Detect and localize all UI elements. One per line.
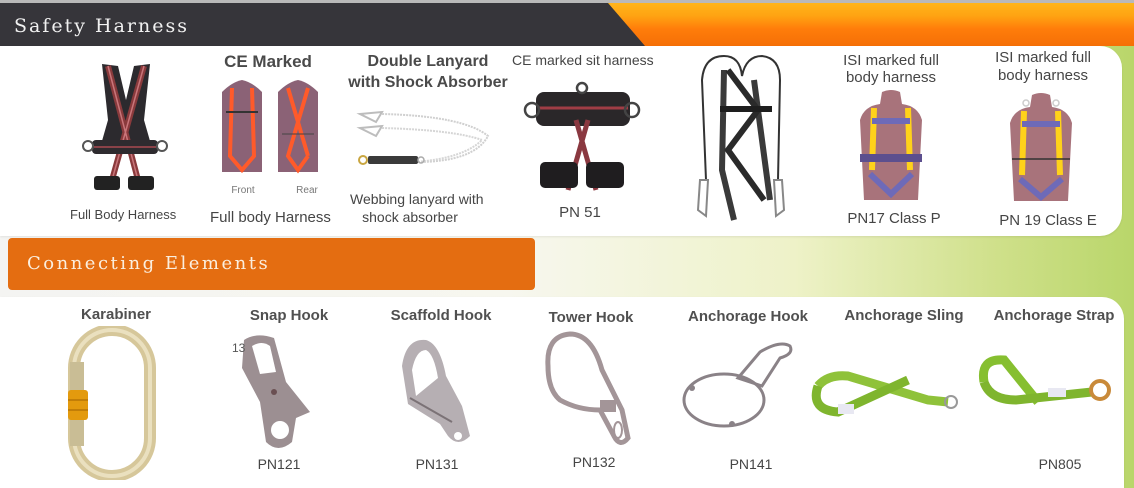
heading-anchorage-sling: Anchorage Sling [844,307,964,324]
product-full-body-harness [74,60,174,200]
double-lanyard-icon [356,110,490,165]
caption-pn19-class-e: PN 19 Class E [999,212,1097,229]
product-anchorage-hook [680,338,796,434]
caption-pn805: PN805 [1038,456,1082,472]
section-title-safety-harness: Safety Harness [14,15,189,37]
product-isi-harness-class-e [1006,93,1076,207]
caption-full-body-harness: Full Body Harness [70,207,177,222]
tower-hook-icon [545,331,631,445]
connecting-elements-panel [0,297,1124,488]
caption-pn51: PN 51 [559,204,601,221]
label-front: Front [231,185,255,196]
label-rear: Rear [296,185,318,196]
safety-harness-panel [0,46,1122,236]
caption-pn131: PN131 [415,456,459,472]
product-sit-harness [522,80,642,198]
product-anchorage-sling [808,360,960,424]
heading-double-lanyard-line1: Double Lanyard [367,53,489,70]
karabiner-icon [68,326,156,480]
top-border [0,0,1134,3]
heading-scaffold-hook: Scaffold Hook [390,307,492,324]
connecting-elements-banner: Connecting Elements [8,238,535,290]
product-anchorage-strap [976,352,1116,412]
caption-webbing-lanyard-line2: shock absorber [362,209,458,225]
product-snap-hook: 13 [226,332,316,452]
heading-ce-sit-harness: CE marked sit harness [512,52,654,68]
heading-isi-harness-p-line2: body harness [845,69,937,86]
heading-tower-hook: Tower Hook [548,309,634,326]
sit-harness-icon [523,81,641,191]
heading-isi-harness-e-line1: ISI marked full [995,49,1091,66]
section-title-connecting-elements: Connecting Elements [27,253,271,274]
isi-harness-class-p-icon [860,90,922,200]
heading-isi-harness-e-line2: body harness [997,67,1089,84]
isi-harness-class-e-icon [1010,93,1072,201]
product-scaffold-hook [392,336,476,448]
caption-pn141: PN141 [729,456,773,472]
caption-pn121: PN121 [257,456,301,472]
ce-harness-mannequins-icon [222,80,318,174]
heading-ce-marked: CE Marked [224,52,312,71]
anchorage-hook-icon [682,342,793,428]
product-isi-harness-class-p [856,90,926,208]
product-karabiner [66,326,156,480]
caption-webbing-lanyard-line1: Webbing lanyard with [350,191,484,207]
product-harness-twin-lanyard [694,50,790,226]
heading-karabiner: Karabiner [80,306,152,323]
heading-anchorage-hook: Anchorage Hook [687,308,808,325]
caption-pn132: PN132 [572,454,616,470]
heading-isi-harness-p-line1: ISI marked full [843,52,939,69]
caption-ce-full-body-harness: Full body Harness [210,209,331,226]
product-double-lanyard [354,106,494,172]
anchorage-strap-icon [978,355,1111,405]
product-ce-marked-harness [212,76,328,182]
header-title-bar: Safety Harness [0,3,645,46]
harness-twin-lanyard-icon [696,54,786,221]
snap-hook-icon: 13 [232,335,310,448]
heading-snap-hook: Snap Hook [249,307,329,324]
anchorage-sling-icon [811,371,958,417]
product-tower-hook [538,330,638,450]
heading-anchorage-strap: Anchorage Strap [993,307,1115,324]
full-body-harness-icon [82,64,168,190]
caption-pn17-class-p: PN17 Class P [847,210,941,227]
snap-hook-stamp: 13 [232,341,246,355]
scaffold-hook-icon [402,339,470,442]
heading-double-lanyard-line2: with Shock Absorber [348,74,508,91]
